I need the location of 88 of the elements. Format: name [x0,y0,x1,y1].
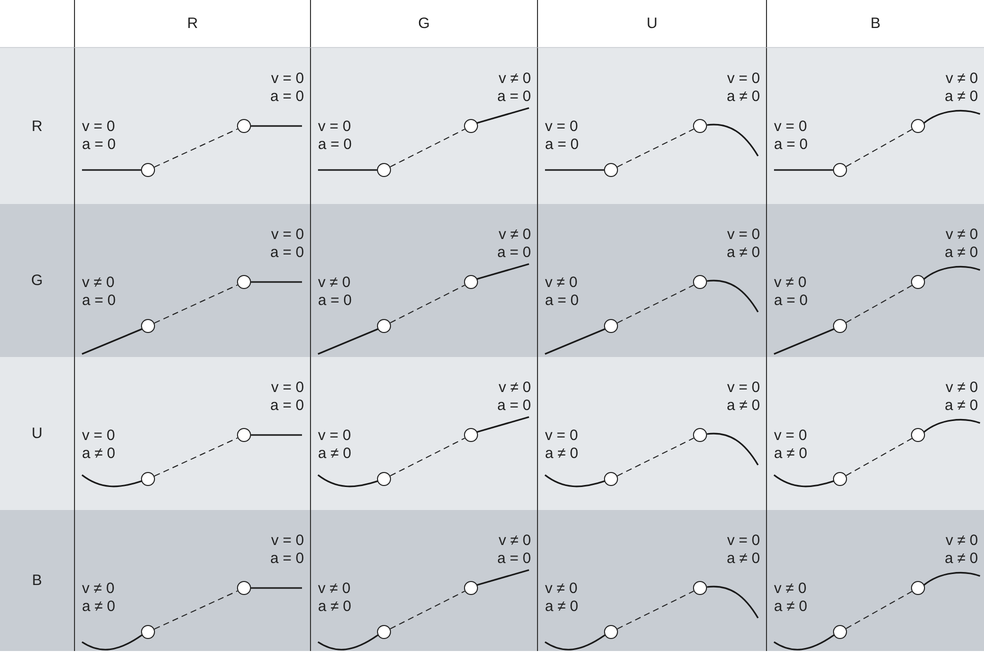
dashed-connector [390,590,466,630]
state-label: a = 0 [270,244,304,262]
state-label: a ≠ 0 [318,445,352,463]
state-label: v ≠ 0 [82,274,114,292]
dashed-connector [390,128,466,168]
state-label: v = 0 [82,118,115,136]
state-label: v = 0 [271,226,304,244]
column-heading: G [418,15,430,32]
state-label: v = 0 [727,70,760,88]
state-label: v ≠ 0 [946,70,978,88]
state-label: a = 0 [318,292,352,310]
state-label: a ≠ 0 [774,598,808,616]
state-label: v ≠ 0 [498,226,531,244]
state-label: a = 0 [270,397,304,415]
state-label: a = 0 [497,244,531,262]
state-label: v ≠ 0 [946,379,978,397]
state-label: v ≠ 0 [498,379,531,397]
state-label: a ≠ 0 [944,397,978,415]
state-label: v ≠ 0 [498,70,531,88]
state-label: a = 0 [82,292,116,310]
state-label: a ≠ 0 [726,550,760,568]
state-label: a ≠ 0 [726,88,760,106]
state-label: v = 0 [774,118,807,136]
row-heading: G [31,272,43,289]
dashed-connector [154,590,238,630]
state-label: a ≠ 0 [82,598,116,616]
column-heading: B [870,15,880,32]
state-label: v = 0 [545,427,578,445]
state-label: a ≠ 0 [774,445,808,463]
state-label: a ≠ 0 [726,244,760,262]
dashed-connector [846,284,912,324]
state-label: v ≠ 0 [318,580,350,598]
state-label: v = 0 [545,118,578,136]
state-label: v = 0 [727,379,760,397]
row-heading: R [32,118,42,134]
state-label: v ≠ 0 [946,226,978,244]
dashed-connector [390,438,466,476]
state-label: a = 0 [774,136,808,154]
state-label: a = 0 [545,292,579,310]
state-label: v = 0 [727,226,760,244]
state-label: a ≠ 0 [82,445,116,463]
column-heading: U [646,15,658,32]
state-label: a = 0 [82,136,116,154]
dashed-connector [846,590,912,630]
state-label: a = 0 [774,292,808,310]
state-label: a ≠ 0 [545,445,578,463]
state-label: a = 0 [318,136,352,154]
state-label: v ≠ 0 [498,532,531,550]
state-label: v = 0 [774,427,807,445]
state-label: a ≠ 0 [944,244,978,262]
dashed-connector [846,128,912,168]
state-label: v = 0 [271,70,304,88]
state-label: v = 0 [727,532,760,550]
dashed-connector [616,590,694,630]
state-label: a = 0 [497,88,531,106]
state-label: v = 0 [318,118,351,136]
state-label: v ≠ 0 [545,274,578,292]
state-label: a = 0 [497,550,531,568]
state-label: a = 0 [270,550,304,568]
state-label: a ≠ 0 [545,598,578,616]
state-label: v = 0 [271,379,304,397]
dashed-connector [154,284,238,324]
row-heading: B [32,572,42,589]
state-label: v ≠ 0 [545,580,578,598]
state-label: a ≠ 0 [318,598,352,616]
row-heading: U [32,425,42,442]
dashed-connector [154,437,238,477]
dashed-connector [154,128,238,168]
column-heading: R [187,15,198,32]
dashed-connector [616,284,694,324]
state-label: v = 0 [271,532,304,550]
state-label: v ≠ 0 [318,274,350,292]
state-label: v ≠ 0 [946,532,978,550]
dashed-connector [616,128,694,168]
state-label: v ≠ 0 [774,274,806,292]
state-label: a = 0 [497,397,531,415]
dashed-connector [846,438,912,476]
state-label: v ≠ 0 [774,580,806,598]
dashed-connector [390,284,466,324]
state-label: a ≠ 0 [726,397,760,415]
dashed-connector [616,438,694,476]
state-label: a = 0 [270,88,304,106]
state-label: a ≠ 0 [944,88,978,106]
state-label: a = 0 [545,136,579,154]
state-label: a ≠ 0 [944,550,978,568]
state-label: v = 0 [82,427,115,445]
state-label: v = 0 [318,427,351,445]
state-label: v ≠ 0 [82,580,114,598]
